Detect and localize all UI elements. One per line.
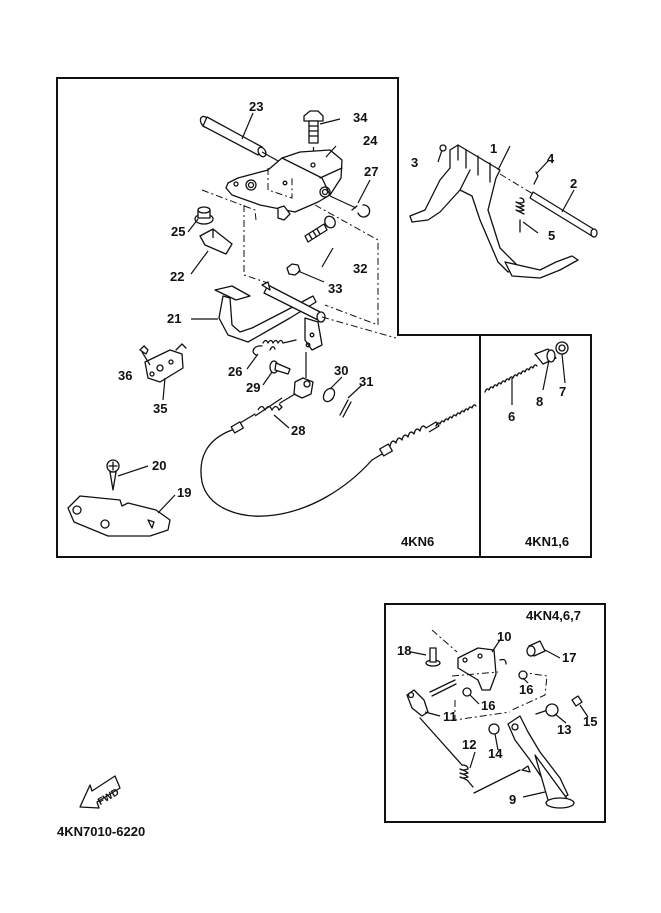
callout-16a: 16 (519, 682, 533, 697)
callout-6: 6 (508, 409, 515, 424)
part-9-sidestand (507, 715, 575, 809)
part-19-cover (67, 495, 171, 537)
callout-25: 25 (171, 224, 185, 239)
part-21-brake-pedal (214, 281, 326, 351)
forward-direction-arrow: FWD (79, 775, 121, 809)
part-18-bolt (425, 647, 441, 667)
callout-35: 35 (153, 401, 167, 416)
callout-28: 28 (291, 423, 305, 438)
part-6-spring (484, 364, 538, 393)
part-27-circlip (351, 204, 371, 218)
guide-line (243, 205, 269, 284)
callout-9: 9 (509, 792, 516, 807)
callout-19: 19 (177, 485, 191, 500)
part-14-nut (488, 723, 500, 735)
callout-13: 13 (557, 722, 571, 737)
callout-15: 15 (583, 714, 597, 729)
part-16-washer (462, 687, 472, 697)
callout-31: 31 (359, 374, 373, 389)
catalog-code: 4KN7010-6220 (57, 824, 145, 839)
part-26-return-spring (252, 339, 297, 356)
part-36-screw (139, 345, 149, 355)
callout-3: 3 (411, 155, 418, 170)
part-1-center-stand (409, 144, 579, 279)
part-31-cotter-pin (339, 399, 352, 418)
callout-8: 8 (536, 394, 543, 409)
part-5-spring (515, 197, 525, 233)
cable-joint (293, 352, 314, 399)
part-24-pedal-bracket (225, 149, 343, 221)
guide-line (454, 671, 548, 721)
callout-10: 10 (497, 629, 511, 644)
variant-label-4kn1-6: 4KN1,6 (525, 534, 569, 549)
part-33-nut (286, 263, 301, 276)
callout-12: 12 (462, 737, 476, 752)
callout-16b: 16 (481, 698, 495, 713)
callout-34: 34 (353, 110, 368, 125)
part-13-bolt (535, 703, 559, 717)
part-23-pivot-bolt (199, 115, 281, 163)
callout-33: 33 (328, 281, 342, 296)
callout-30: 30 (334, 363, 348, 378)
part-30-washer (322, 387, 336, 403)
part-16-washer (518, 670, 528, 680)
part-28-brake-cable (200, 393, 477, 517)
callout-labels: 1 2 3 4 5 6 7 8 9 10 11 12 13 14 15 16 1… (118, 99, 597, 807)
callout-29: 29 (246, 380, 260, 395)
callout-18: 18 (397, 643, 411, 658)
guide-line (431, 629, 458, 653)
callout-36: 36 (118, 368, 132, 383)
callout-17: 17 (562, 650, 576, 665)
callout-4: 4 (547, 151, 555, 166)
callout-26: 26 (228, 364, 242, 379)
variant-label-4kn4-6-7: 4KN4,6,7 (526, 608, 581, 623)
callout-2: 2 (570, 176, 577, 191)
guide-line (321, 316, 397, 339)
callout-24: 24 (363, 133, 378, 148)
part-17-collar (526, 640, 546, 657)
main-panel-border (56, 77, 592, 558)
part-3-washer (439, 144, 447, 152)
part-2-shaft (499, 173, 598, 238)
callout-7: 7 (559, 384, 566, 399)
sidestand-panel-border (384, 603, 606, 823)
leader-lines (117, 112, 589, 798)
callout-22: 22 (170, 269, 184, 284)
callout-23: 23 (249, 99, 263, 114)
part-11-switch-lever (406, 679, 457, 717)
part-22-pedal-rubber (199, 228, 233, 255)
callout-11: 11 (443, 709, 457, 724)
guide-line (201, 189, 257, 221)
part-15-screw (571, 695, 583, 707)
part-10-sidestand-bracket (457, 647, 507, 691)
callout-1: 1 (490, 141, 497, 156)
part-7-nut (555, 341, 569, 355)
part-8-joint (534, 348, 557, 365)
part-29-pin (269, 360, 291, 375)
guide-line (314, 204, 379, 326)
variant-label-4kn6: 4KN6 (401, 534, 434, 549)
part-4-pin (533, 171, 539, 185)
callout-21: 21 (167, 311, 181, 326)
part-25-grommet (194, 206, 214, 225)
part-32-bolt (304, 215, 336, 243)
callout-32: 32 (353, 261, 367, 276)
callout-14: 14 (488, 746, 503, 761)
part-12-spring (419, 717, 521, 794)
callout-27: 27 (364, 164, 378, 179)
callout-20: 20 (152, 458, 166, 473)
part-35-brake-switch (144, 343, 187, 383)
part-20-screw (106, 459, 120, 491)
callout-5: 5 (548, 228, 555, 243)
